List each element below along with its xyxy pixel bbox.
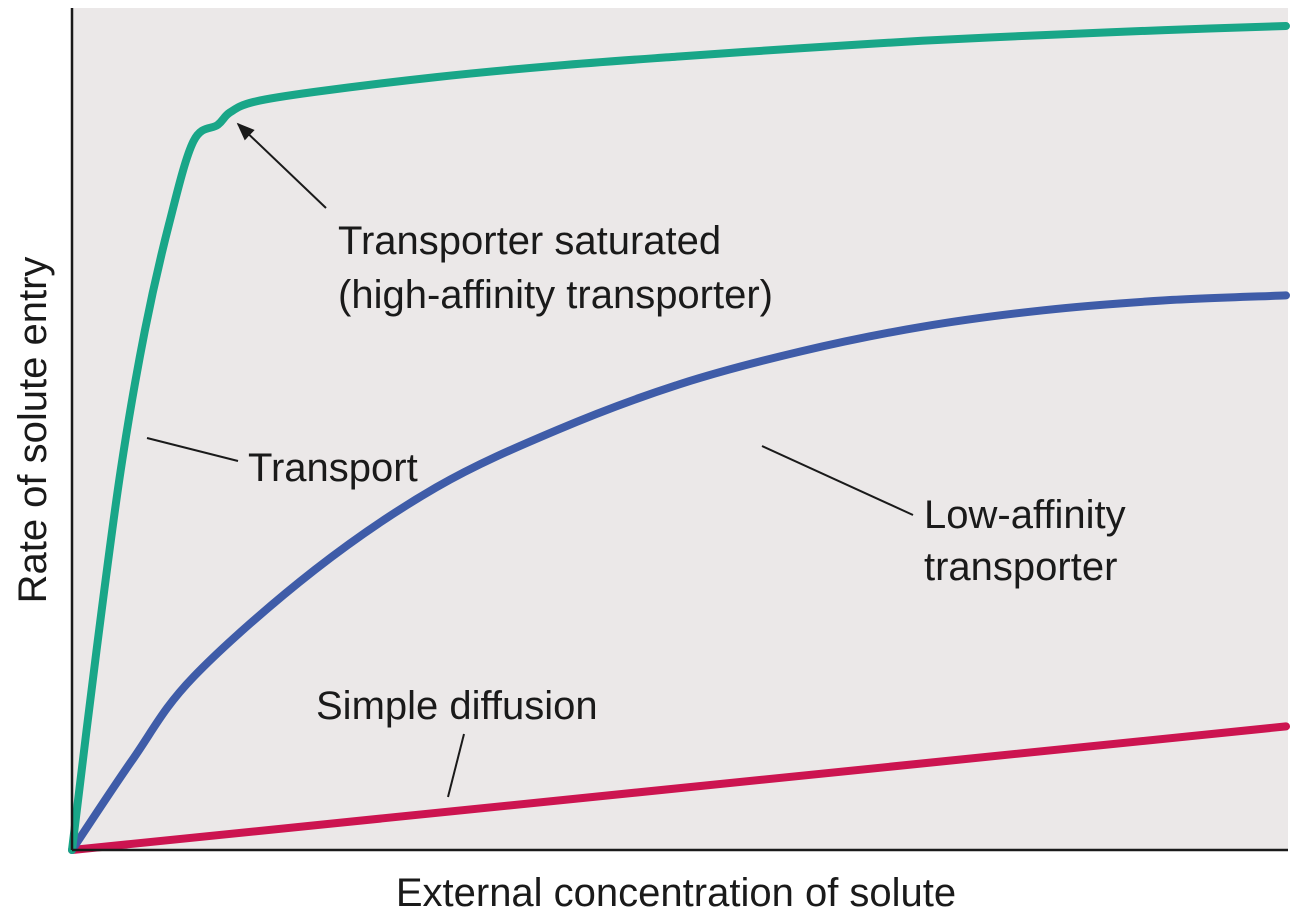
annotation-transport: Transport — [248, 446, 418, 490]
annotation-low-affinity-line-2: transporter — [924, 545, 1117, 589]
series-line-low-affinity — [68, 291, 1290, 854]
annotation-layer: Transporter saturated (high-affinity tra… — [146, 122, 1137, 798]
annotation-low-affinity-line-1: Low-affinity — [924, 493, 1126, 537]
annotation-leader-transport — [146, 437, 239, 462]
x-axis-label: External concentration of solute — [396, 871, 956, 915]
plot-area — [72, 8, 1288, 850]
annotation-leader-low-affinity — [761, 445, 914, 516]
series-line-transport — [68, 22, 1290, 854]
annotation-arrow-saturated — [236, 122, 327, 209]
annotation-leader-simple-diffusion — [447, 733, 465, 798]
annotation-saturated-line-1: Transporter saturated — [338, 219, 721, 263]
annotation-saturated: Transporter saturated (high-affinity tra… — [338, 219, 773, 317]
series-line-simple-diffusion — [68, 722, 1290, 854]
annotation-simple-diffusion: Simple diffusion — [316, 684, 598, 728]
series-layer — [68, 22, 1290, 854]
annotation-saturated-line-2: (high-affinity transporter) — [338, 273, 773, 317]
annotation-low-affinity: Low-affinity transporter — [924, 493, 1137, 589]
y-axis-label: Rate of solute entry — [11, 257, 55, 604]
